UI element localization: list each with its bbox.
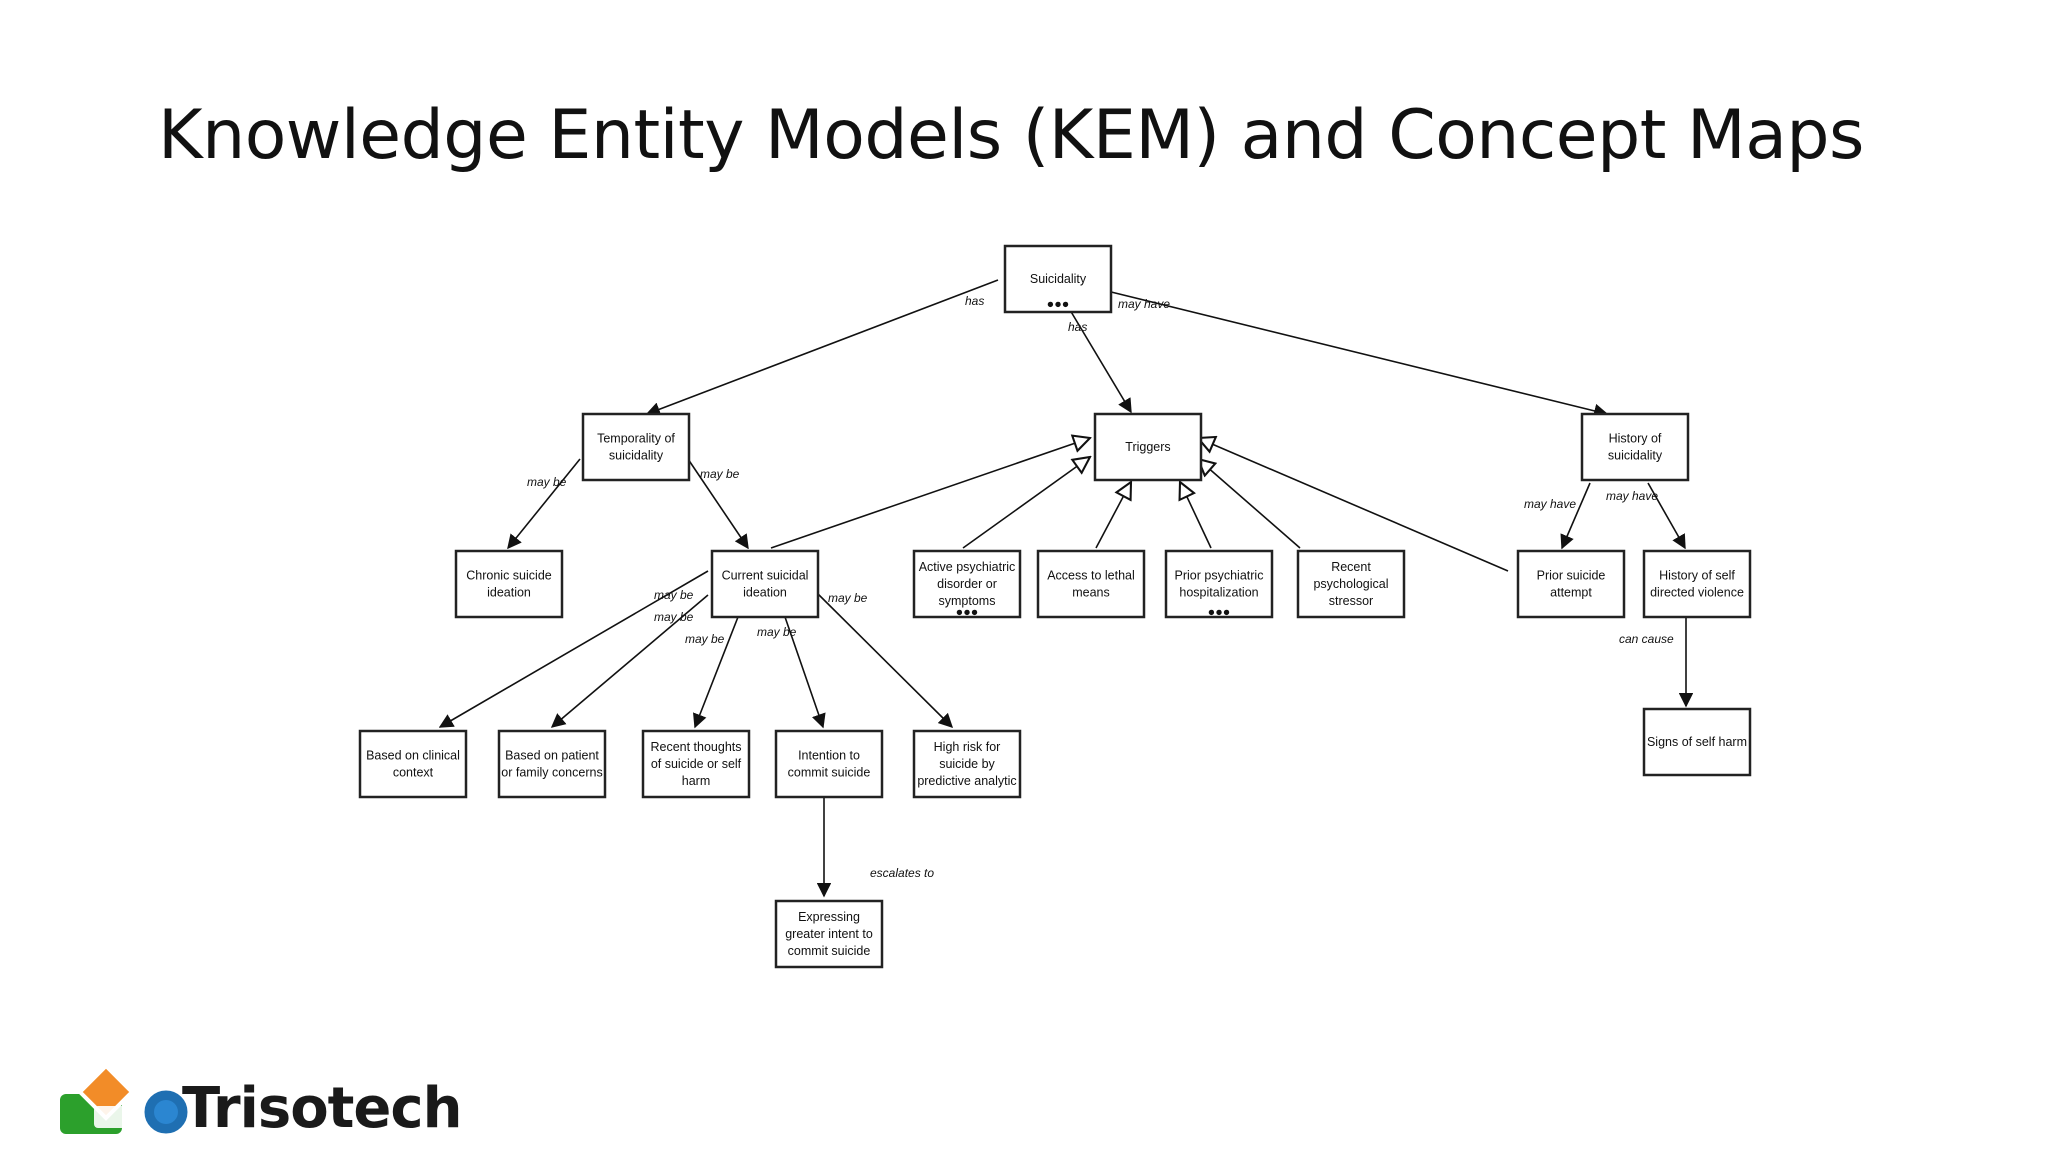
node-intention[interactable]: Intention to commit suicide xyxy=(774,729,884,799)
node-label: attempt xyxy=(1550,586,1592,600)
node-label: hospitalization xyxy=(1179,586,1258,600)
node-label: Chronic suicide xyxy=(466,569,552,583)
edge-label-may-have: may have xyxy=(1524,497,1576,511)
node-label: Active psychiatric xyxy=(919,560,1016,574)
node-recent-thoughts[interactable]: Recent thoughts of suicide or self harm xyxy=(641,729,751,799)
edge-label-may-be: may be xyxy=(757,625,797,639)
slide-title: Knowledge Entity Models (KEM) and Concep… xyxy=(158,96,1865,175)
node-label: greater intent to xyxy=(785,927,873,941)
node-label: Intention to xyxy=(798,749,860,763)
node-label: means xyxy=(1072,586,1110,600)
node-label: symptoms xyxy=(939,594,996,608)
node-label: Based on clinical xyxy=(366,749,460,763)
edge-current-thoughts xyxy=(693,616,739,729)
node-label: High risk for xyxy=(934,740,1001,754)
node-label: Prior psychiatric xyxy=(1175,569,1264,583)
node-label: History of self xyxy=(1659,569,1735,583)
node-self-harm[interactable]: Signs of self harm xyxy=(1642,707,1752,777)
node-triggers[interactable]: Triggers xyxy=(1093,412,1203,482)
node-lethal-means[interactable]: Access to lethal means xyxy=(1036,549,1146,619)
trisotech-logo-text: Trisotech xyxy=(182,1076,462,1141)
node-current[interactable]: Current suicidal ideation xyxy=(710,549,820,619)
node-label: ideation xyxy=(487,586,531,600)
node-label: suicide by xyxy=(939,757,995,771)
node-label: Recent thoughts xyxy=(650,740,741,754)
edge-temporality-current xyxy=(687,458,749,550)
node-self-violence[interactable]: History of self directed violence xyxy=(1642,549,1752,619)
edge-history-attempt xyxy=(1560,482,1591,550)
node-label: stressor xyxy=(1329,594,1373,608)
edge-stressor-triggers xyxy=(1198,459,1301,549)
node-label: Suicidality xyxy=(1030,272,1087,286)
node-label: directed violence xyxy=(1650,586,1744,600)
edge-current-triggers xyxy=(770,438,1090,549)
trisotech-logo-icon xyxy=(60,1063,193,1139)
edge-suicidality-temporality xyxy=(645,279,999,417)
node-label: disorder or xyxy=(937,577,997,591)
node-label: commit suicide xyxy=(788,944,871,958)
node-label: Prior suicide xyxy=(1537,569,1606,583)
node-label: Recent xyxy=(1331,560,1371,574)
node-label: suicidality xyxy=(1608,449,1663,463)
node-label: ideation xyxy=(743,586,787,600)
edge-label-has: has xyxy=(965,294,984,308)
more-dots-icon[interactable]: ●●● xyxy=(1208,605,1231,619)
edge-active-triggers xyxy=(962,457,1090,549)
edge-hosp-triggers xyxy=(1180,482,1212,549)
edge-suicidality-triggers xyxy=(1069,309,1132,414)
node-high-risk[interactable]: High risk for suicide by predictive analyt… xyxy=(912,729,1022,799)
node-prior-hosp[interactable]: Prior psychiatric hospitalization ●●● xyxy=(1164,549,1274,619)
edge-label-escalates-to: escalates to xyxy=(870,866,934,880)
node-label: History of xyxy=(1609,432,1662,446)
node-clinical[interactable]: Based on clinical context xyxy=(358,729,468,799)
edge-current-intention xyxy=(784,616,826,729)
edge-label-may-have: may have xyxy=(1118,297,1170,311)
node-label: Signs of self harm xyxy=(1647,735,1747,749)
more-dots-icon[interactable]: ●●● xyxy=(1047,297,1070,311)
node-label: suicidality xyxy=(609,449,664,463)
edge-history-violence xyxy=(1647,482,1686,550)
edge-current-clinical xyxy=(438,570,709,728)
edge-current-patient xyxy=(550,594,709,728)
edge-label-can-cause: can cause xyxy=(1619,632,1674,646)
edge-label-may-be: may be xyxy=(828,591,868,605)
node-label: harm xyxy=(682,774,710,788)
node-label: Expressing xyxy=(798,910,860,924)
node-temporality[interactable]: Temporality of suicidality xyxy=(581,412,691,482)
node-label: or family concerns xyxy=(501,766,602,780)
node-active-psych[interactable]: Active psychiatric disorder or symptoms●●● xyxy=(912,549,1022,619)
edge-attempt-triggers xyxy=(1198,438,1509,572)
edge-label-may-be: may be xyxy=(700,467,740,481)
node-patient-family[interactable]: Based on patient or family concerns xyxy=(497,729,607,799)
edge-label-may-be: may be xyxy=(685,632,725,646)
node-label: predictive analytic xyxy=(917,774,1016,788)
edge-current-high xyxy=(813,589,954,729)
edge-label-may-be: may be xyxy=(654,588,694,602)
node-expressing[interactable]: Expressing greater intent to commit suicid… xyxy=(774,899,884,969)
node-label: of suicide or self xyxy=(651,757,742,771)
node-chronic[interactable]: Chronic suicide ideation xyxy=(454,549,564,619)
edge-suicidality-history xyxy=(1102,289,1609,418)
more-dots-icon[interactable]: ●●● xyxy=(956,605,979,619)
edge-label-may-be: may be xyxy=(527,475,567,489)
node-suicidality[interactable]: Suicidality ●●● xyxy=(1003,244,1113,314)
node-label: Access to lethal xyxy=(1047,569,1135,583)
edge-label-may-be: may be xyxy=(654,610,694,624)
edge-label-has: has xyxy=(1068,320,1087,334)
node-label: Triggers xyxy=(1125,440,1170,454)
node-recent-stressor[interactable]: Recent psychological stressor xyxy=(1296,549,1406,619)
node-label: Temporality of xyxy=(597,432,675,446)
node-history-suicidality[interactable]: History of suicidality xyxy=(1580,412,1690,482)
node-prior-attempt[interactable]: Prior suicide attempt xyxy=(1516,549,1626,619)
node-label: Based on patient xyxy=(505,749,599,763)
edge-lethal-triggers xyxy=(1095,482,1131,549)
node-label: Current suicidal xyxy=(722,569,809,583)
node-label: commit suicide xyxy=(788,766,871,780)
node-label: psychological xyxy=(1313,577,1388,591)
edge-label-may-have: may have xyxy=(1606,489,1658,503)
node-label: context xyxy=(393,766,434,780)
edge-temporality-chronic xyxy=(507,458,581,550)
